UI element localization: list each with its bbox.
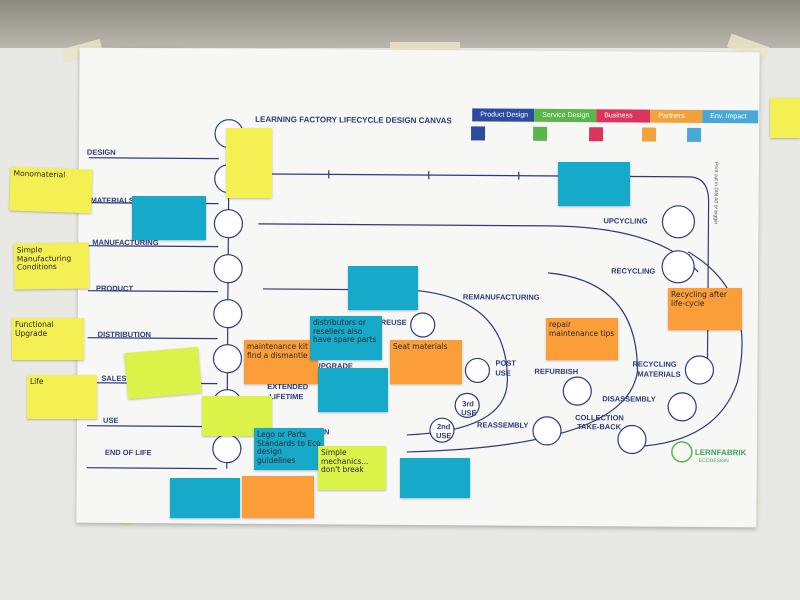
stage-sales: SALES (101, 373, 127, 383)
stage-distribution: DISTRIBUTION (97, 329, 152, 340)
label-recycling-materials-1: RECYCLING (632, 359, 677, 369)
sticky-note: distributors or resellers also have spar… (310, 316, 382, 360)
lifecycle-diagram (86, 119, 743, 470)
sticky-note-text: Life (30, 377, 44, 386)
sticky-note (558, 162, 630, 206)
label-recycling: RECYCLING (611, 266, 656, 276)
stage-design: DESIGN (86, 147, 116, 157)
sticky-note (132, 196, 206, 240)
sticky-note: Lego or Parts Standards to Eco design gu… (254, 428, 324, 470)
sticky-note (348, 266, 418, 310)
logo-subtext: ECODESIGN (698, 457, 729, 465)
lifecycle-canvas-poster: LEARNING FACTORY LIFECYCLE DESIGN CANVAS… (76, 47, 760, 528)
sticky-note (318, 368, 388, 412)
label-collection-2: TAKE-BACK (577, 422, 622, 432)
label-2nd: 2nd (436, 422, 451, 432)
label-upcycling: UPCYCLING (603, 216, 648, 226)
logo-text: LERNFABRIK (694, 447, 747, 458)
sticky-note: Seat materials (390, 340, 462, 384)
label-recycling-materials-2: MATERIALS (637, 369, 681, 379)
sticky-note (770, 98, 800, 138)
sticky-note: repair maintenance tips (546, 318, 618, 360)
label-3rd-use: USE (461, 408, 477, 418)
label-3rd: 3rd (462, 399, 474, 409)
label-disassembly: DISASSEMBLY (602, 394, 656, 404)
stage-product: PRODUCT (95, 283, 134, 294)
label-post: POST (495, 358, 516, 368)
sticky-note: maintenance kit find a dismantle (244, 340, 318, 384)
label-2nd-use: USE (435, 431, 452, 441)
stage-end-of-life: END OF LIFE (104, 447, 152, 458)
sticky-note (124, 346, 202, 400)
label-lifetime: LIFETIME (269, 391, 304, 402)
sticky-note (242, 476, 314, 518)
label-collection-1: COLLECTION (575, 413, 624, 423)
sticky-note: Simple mechanics... don't break (318, 446, 386, 490)
label-reuse: REUSE (380, 317, 407, 327)
sticky-note-text: maintenance kit (247, 342, 308, 351)
label-remanufacturing: REMANUFACTURING (462, 292, 540, 302)
sticky-note-text: find a dismantle (247, 350, 308, 360)
sticky-note: Simple Manufacturing Conditions (13, 242, 90, 290)
label-reassembly: REASSEMBLY (477, 420, 529, 430)
sticky-note: Monomaterial (9, 166, 93, 214)
ceiling (0, 0, 800, 48)
sticky-note (400, 458, 470, 498)
sticky-note: Functional Upgrade (12, 318, 84, 360)
stage-use: USE (103, 415, 119, 425)
sticky-note (226, 128, 272, 198)
label-post-use: USE (495, 368, 511, 378)
sticky-note: Life (27, 375, 97, 419)
sticky-note (170, 478, 240, 518)
label-refurbish: REFURBISH (534, 366, 579, 377)
stage-materials: MATERIALS (90, 195, 134, 206)
sticky-note: Recycling after life-cycle (668, 288, 742, 330)
